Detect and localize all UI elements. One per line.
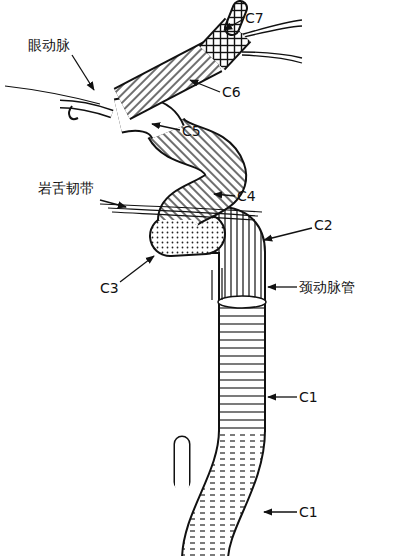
segment-label: C1 bbox=[299, 389, 318, 405]
ophthalmic-branch-fill bbox=[60, 104, 112, 114]
artery-segments bbox=[118, 8, 242, 556]
ophthalmic-branch bbox=[60, 104, 112, 114]
leader-arrows bbox=[72, 20, 312, 512]
structure-label: 岩舌韧带 bbox=[38, 180, 94, 196]
segment-label: C1 bbox=[299, 504, 318, 520]
segment-label: C2 bbox=[314, 217, 333, 233]
segment-label: C3 bbox=[100, 280, 119, 296]
structure-label: 颈动脉管 bbox=[299, 279, 355, 295]
segment-label: C5 bbox=[182, 123, 201, 139]
ophthalmic-loop bbox=[69, 106, 78, 119]
segment-label: C4 bbox=[237, 188, 256, 204]
external-stub-fill bbox=[175, 444, 189, 486]
canal-inner bbox=[212, 268, 222, 300]
nerve-line bbox=[5, 86, 100, 104]
segment-label: C7 bbox=[245, 10, 264, 26]
structure-label: 眼动脉 bbox=[28, 37, 70, 53]
canal-ring bbox=[218, 296, 266, 308]
segment-label: C6 bbox=[222, 84, 241, 100]
